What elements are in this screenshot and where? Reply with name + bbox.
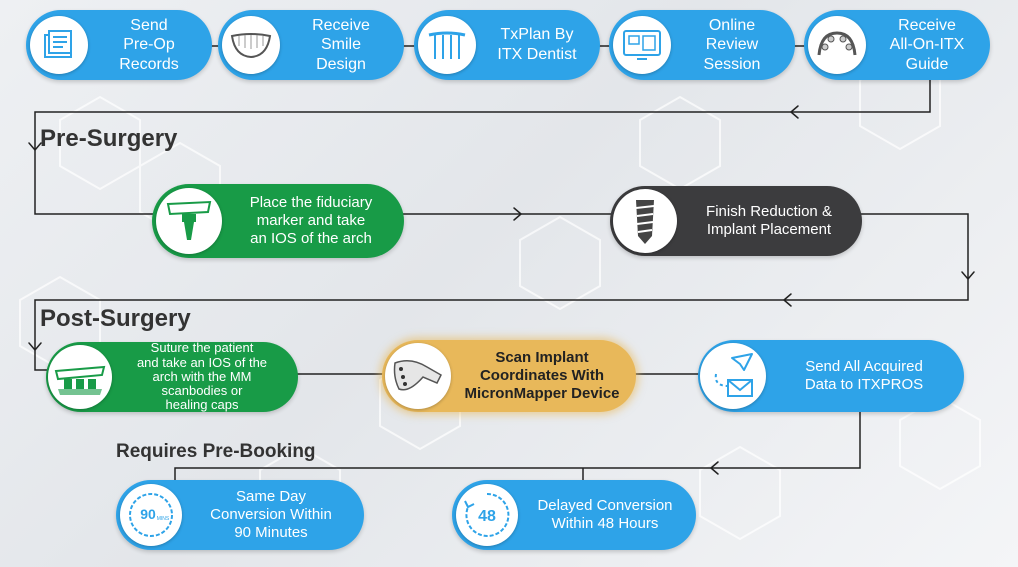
step-label-line: Receive [312,16,370,34]
pre-booking-heading: Requires Pre-Booking [116,441,316,462]
step-label-line: Conversion Within [210,505,332,523]
step-label-line: scanbodies or [161,383,243,399]
step-label-line: All-On-ITX [889,36,965,54]
scanbody-icon [48,345,112,409]
step-label-line: Same Day [235,487,307,505]
step-txplan-itx-dentist: TxPlan By ITX Dentist [414,10,600,80]
timer-48-icon: 48 [456,484,518,546]
step-label-line: arch with the MM [152,368,252,384]
step-label-line: Online [708,16,756,34]
step-label-line: healing caps [165,397,239,413]
step-label-line: Receive [898,16,956,34]
step-label-line: marker and take [256,211,366,229]
post-surgery-heading: Post-Surgery [40,305,191,332]
step-label-line: Review [705,36,759,54]
step-label-line: Within 48 Hours [551,515,659,532]
step-label-line: Data to ITXPROS [804,376,924,393]
pre-surgery-heading: Pre-Surgery [40,125,178,152]
step-label-line: Finish Reduction & [706,202,832,220]
step-label-line: an IOS of the arch [250,230,372,248]
step-finish-reduction-implant: Finish Reduction &Implant Placement [610,186,862,256]
step-label-line: MicronMapper Device [464,385,620,403]
step-label-line: ITX Dentist [497,46,577,63]
step-label-line: Coordinates With [479,366,604,384]
scanner-device-icon [385,343,451,409]
smile-icon [222,16,280,74]
step-label-line: Place the fiduciary [249,193,373,211]
step-label-line: and take an IOS of the [136,354,268,370]
step-label-line: TxPlan By [500,26,574,44]
timer-48-badge: 48 [478,508,496,525]
step-label-line: Session [703,55,761,73]
send-mail-icon [700,343,766,409]
step-label-line: Send All Acquired [805,357,923,375]
step-label-line: Smile [320,36,361,54]
implant-screw-icon [613,189,677,253]
step-label-line: Guide [905,55,949,73]
fiduciary-marker-icon [156,188,222,254]
step-label-line: Records [119,55,179,73]
step-label-line: Delayed Conversion [537,496,673,514]
dental-arch-icon [418,16,476,74]
timer-90-badge-unit: MINS [157,516,170,522]
step-label-line: 90 Minutes [234,524,308,542]
step-label-line: Send [130,16,168,34]
step-label-line: Implant Placement [706,221,832,238]
step-label-line: Pre-Op [123,36,175,54]
folder-icon [30,16,88,74]
timer-90-badge: 90 [140,506,156,522]
step-label-line: Design [316,55,366,73]
step-label-line: Suture the patient [150,340,254,356]
computer-screen-icon [613,16,671,74]
surgical-guide-icon [808,16,866,74]
step-label-line: Scan Implant [495,348,589,366]
